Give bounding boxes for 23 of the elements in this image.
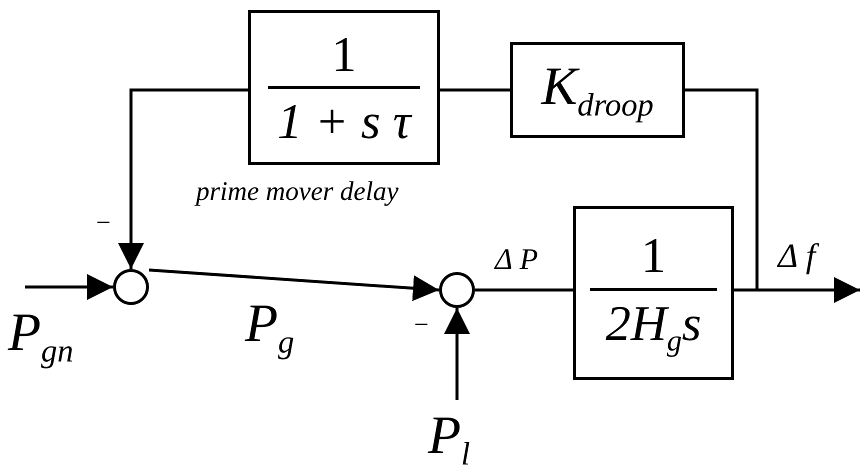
summing-junction [113,269,149,305]
summing-junction [439,272,475,308]
transfer-function-block [248,10,440,165]
signal-label: P$_{g}$ [245,296,294,359]
sign-label: − [96,210,111,236]
block-caption: prime mover delay [196,176,398,207]
numerator: 1 [332,28,356,80]
denominator: 1 + s τ [277,95,411,148]
signal-line [475,288,573,292]
transfer-function-block [573,206,734,380]
signal-label: Δ P [495,245,538,275]
sign-label: − [414,312,429,338]
gain-label: K$_{droop}$ [541,58,654,122]
arrow [148,268,440,302]
signal-line [440,88,510,92]
signal-label: P$_{l}$ [428,408,470,471]
transfer-function-block [510,42,685,138]
signal-line [685,88,758,292]
arrow [25,274,113,300]
arrow [444,308,470,400]
denominator: 2H$_{g}$s [606,296,702,357]
numerator: 1 [641,229,666,282]
arrow [118,88,248,269]
